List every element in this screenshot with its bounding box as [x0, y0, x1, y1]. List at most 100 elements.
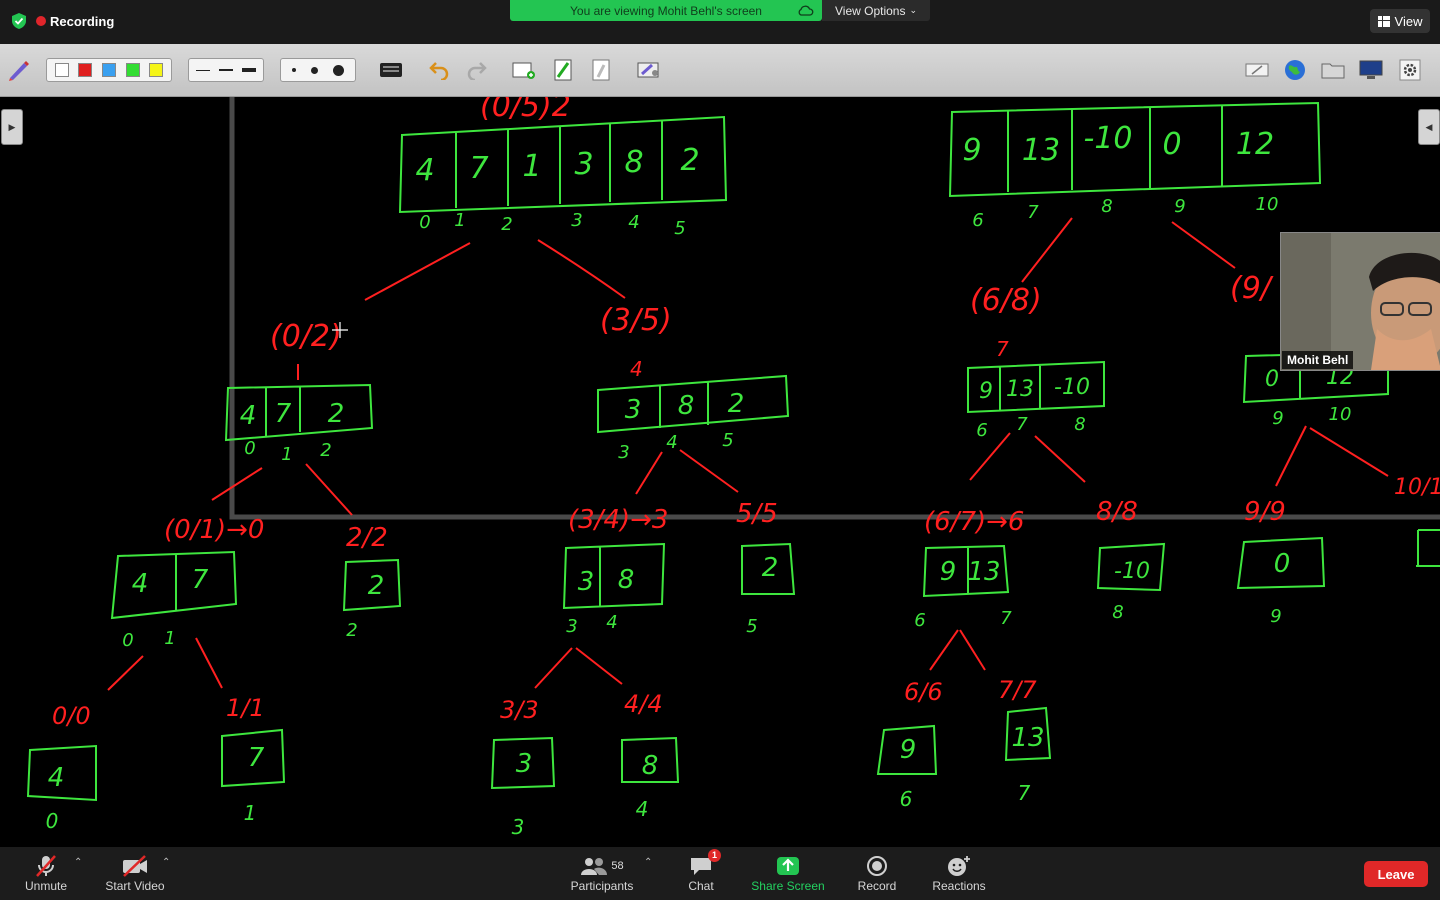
brush-medium-icon[interactable]: [310, 66, 318, 74]
array-cell: -10: [1114, 559, 1150, 584]
color-swatch-green[interactable]: [125, 63, 140, 77]
array-cell: 0: [1162, 127, 1181, 162]
array-index: 4: [628, 212, 639, 233]
array-cell: 4: [240, 401, 257, 431]
reactions-label: Reactions: [932, 879, 986, 893]
array-cell: 2: [728, 389, 745, 419]
array-cell: 3: [574, 147, 593, 182]
red-label: 4/4: [624, 690, 663, 718]
array-index: 0: [244, 438, 255, 459]
redo-icon[interactable]: [464, 58, 490, 82]
keyboard-icon[interactable]: [378, 58, 404, 82]
grid-view-icon: [1377, 15, 1390, 27]
view-label: View: [1394, 13, 1423, 29]
line-thin-icon[interactable]: [196, 69, 211, 71]
array-index: 8: [1074, 414, 1085, 435]
reactions-button[interactable]: Reactions: [930, 853, 988, 893]
pen-tool-icon[interactable]: [6, 58, 32, 82]
array-cell: 4: [415, 153, 434, 188]
recursion-branches: [107, 217, 1389, 691]
chevron-left-icon: ◀: [1425, 121, 1433, 132]
array-cell: 13: [1022, 133, 1060, 168]
array-index: 10: [1256, 194, 1279, 215]
color-swatch-white[interactable]: [54, 63, 69, 77]
array-cell: -10: [1084, 121, 1133, 156]
red-label: (6/8): [970, 283, 1042, 318]
participants-button[interactable]: 58 Participants: [566, 853, 638, 893]
color-swatch-red[interactable]: [78, 63, 93, 77]
array-index: 4: [636, 797, 649, 821]
array-cell: 9: [940, 557, 957, 587]
participant-video[interactable]: Mohit Behl: [1280, 232, 1440, 371]
array-cell: 0: [1274, 549, 1291, 579]
prev-page-icon[interactable]: [588, 58, 614, 82]
brush-small-icon[interactable]: [291, 68, 296, 72]
folder-icon[interactable]: [1320, 58, 1346, 82]
view-options-button[interactable]: View Options ⌄: [822, 0, 930, 21]
gear-icon[interactable]: [1397, 58, 1423, 82]
red-label: (6/7)→6: [924, 507, 1024, 537]
array-cell: 8: [678, 391, 695, 421]
left-panel-toggle[interactable]: ▶: [1, 109, 23, 145]
globe-icon[interactable]: [1282, 58, 1308, 82]
red-label: 4: [630, 357, 643, 381]
array-index: 6: [972, 210, 983, 231]
color-swatch-blue[interactable]: [101, 63, 116, 77]
eraser-icon[interactable]: [1244, 58, 1270, 82]
record-icon: [867, 856, 887, 876]
array-cell: 7: [469, 151, 488, 186]
undo-icon[interactable]: [426, 58, 452, 82]
array-level2: [110, 529, 1440, 620]
leave-button[interactable]: Leave: [1364, 861, 1428, 887]
array-cell: 8: [642, 751, 659, 781]
banner-text: You are viewing Mohit Behl's screen: [570, 3, 762, 18]
shared-whiteboard[interactable]: 4 7 1 3 8 2 0 1 2 3 4 5 (0/5)2 9 13 -10 …: [0, 97, 1440, 847]
line-thick-icon[interactable]: [241, 68, 256, 72]
array-index: 6: [914, 610, 925, 631]
caret-up-icon[interactable]: ⌃: [644, 857, 653, 868]
red-label: 6/6: [904, 678, 943, 706]
unmute-label: Unmute: [24, 879, 68, 893]
array-index: 3: [618, 442, 629, 463]
participants-label: Participants: [570, 879, 634, 893]
monitor-icon[interactable]: [1358, 58, 1384, 82]
array-index: 5: [746, 616, 757, 637]
line-medium-icon[interactable]: [218, 69, 233, 71]
array-cell: -10: [1054, 375, 1090, 400]
array-leaves: [26, 706, 1052, 802]
chat-button[interactable]: 1 Chat: [684, 849, 721, 893]
unmute-button[interactable]: Unmute: [22, 853, 70, 893]
line-width-group: [188, 58, 264, 82]
chat-badge: 1: [707, 849, 721, 862]
view-button[interactable]: View: [1370, 9, 1430, 33]
caret-up-icon[interactable]: ⌃: [74, 857, 83, 868]
share-screen-label: Share Screen: [751, 879, 825, 893]
red-label: 8/8: [1096, 497, 1138, 527]
array-index: 4: [606, 612, 617, 633]
array-cell: 4: [132, 569, 149, 599]
next-page-icon[interactable]: [550, 58, 576, 82]
whiteboard-settings-icon[interactable]: [636, 58, 662, 82]
caret-up-icon[interactable]: ⌃: [162, 857, 171, 868]
share-screen-button[interactable]: Share Screen: [748, 853, 828, 893]
color-swatch-yellow[interactable]: [149, 63, 164, 77]
record-button[interactable]: Record: [855, 853, 899, 893]
brush-large-icon[interactable]: [333, 64, 345, 76]
array-index: 7: [1016, 414, 1028, 435]
start-video-button[interactable]: Start Video: [100, 853, 170, 893]
array-cell: 2: [328, 399, 345, 429]
array-index: 3: [566, 616, 577, 637]
red-label: 3/3: [500, 696, 539, 724]
right-panel-toggle[interactable]: ◀: [1418, 109, 1440, 145]
muted-mic-icon: [35, 853, 57, 879]
array-root-right: [948, 101, 1322, 198]
array-index: 4: [666, 432, 677, 453]
array-index: 0: [122, 630, 133, 651]
red-label: 1/1: [226, 694, 265, 722]
array-index: 2: [320, 440, 331, 461]
array-cell: 3: [625, 395, 642, 425]
new-page-icon[interactable]: [511, 58, 537, 82]
participants-icon: [581, 858, 608, 875]
recording-indicator[interactable]: Recording: [10, 8, 114, 34]
view-options-label: View Options: [834, 3, 906, 18]
